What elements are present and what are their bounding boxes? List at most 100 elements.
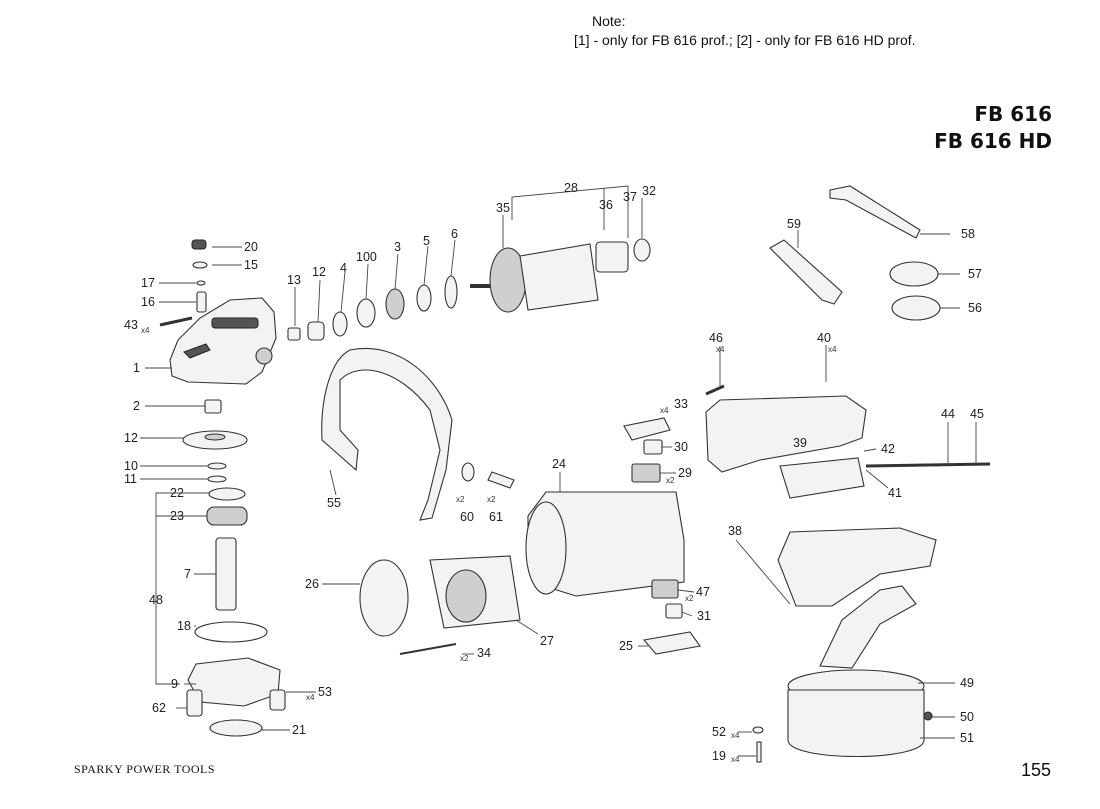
model-name-1: FB 616 (974, 102, 1052, 126)
wrench-59-part (769, 239, 843, 305)
part-labels: 20 15 17 16 43 x4 1 2 12 10 11 22 23 7 4… (124, 181, 984, 764)
part-label-2: 2 (133, 399, 140, 413)
part-label-10: 10 (124, 459, 138, 473)
part-label-62: 62 (152, 701, 166, 715)
switch-parts (623, 417, 701, 655)
page-number: 155 (1021, 760, 1052, 780)
part-label-37: 37 (623, 190, 637, 204)
part-label-20: 20 (244, 240, 258, 254)
lock-button-part (191, 239, 208, 313)
part-label-19: 19 (712, 749, 726, 763)
part-label-26: 26 (305, 577, 319, 591)
part-label-12-left: 12 (124, 431, 138, 445)
part-label-43: 43 (124, 318, 138, 332)
handle-housing-part (705, 384, 991, 607)
qty-label-33: x4 (660, 406, 669, 415)
part-label-5: 5 (423, 234, 430, 248)
part-label-7: 7 (184, 567, 191, 581)
rotor-part (470, 238, 651, 313)
part-label-60: 60 (460, 510, 474, 524)
motor-housing-part (525, 491, 685, 597)
part-label-56: 56 (968, 301, 982, 315)
qty-label-43: x4 (141, 326, 150, 335)
qty-label-60: x2 (456, 495, 465, 504)
washer-screw-part (461, 462, 515, 489)
part-label-36: 36 (599, 198, 613, 212)
flange-parts (889, 261, 941, 321)
part-label-33: 33 (674, 397, 688, 411)
part-label-48: 48 (149, 593, 163, 607)
part-label-59: 59 (787, 217, 801, 231)
part-label-40: 40 (817, 331, 831, 345)
part-label-4: 4 (340, 261, 347, 275)
part-label-12-top: 12 (312, 265, 326, 279)
part-label-47: 47 (696, 585, 710, 599)
part-label-52: 52 (712, 725, 726, 739)
part-label-16: 16 (141, 295, 155, 309)
part-label-6: 6 (451, 227, 458, 241)
part-label-1: 1 (133, 361, 140, 375)
qty-label-46: x4 (716, 345, 725, 354)
part-label-49: 49 (960, 676, 974, 690)
qty-label-40: x4 (828, 345, 837, 354)
part-label-18: 18 (177, 619, 191, 633)
part-label-42: 42 (881, 442, 895, 456)
model-name-2: FB 616 HD (934, 129, 1052, 153)
qty-label-29: x2 (666, 476, 675, 485)
wrench-58-part (829, 185, 921, 239)
note-block: Note: [1] - only for FB 616 prof.; [2] -… (574, 12, 916, 50)
part-label-13: 13 (287, 273, 301, 287)
bracket-28 (511, 185, 629, 238)
part-label-57: 57 (968, 267, 982, 281)
part-label-15: 15 (244, 258, 258, 272)
part-label-24: 24 (552, 457, 566, 471)
spindle-stack-part (182, 399, 286, 737)
part-label-22: 22 (170, 486, 184, 500)
part-label-11: 11 (124, 472, 137, 486)
part-label-39: 39 (793, 436, 807, 450)
part-label-17: 17 (141, 276, 155, 290)
qty-label-19: x4 (731, 755, 740, 764)
part-label-44: 44 (941, 407, 955, 421)
part-label-50: 50 (960, 710, 974, 724)
part-label-35: 35 (496, 201, 510, 215)
qty-label-34: x2 (460, 654, 469, 663)
note-text: [1] - only for FB 616 prof.; [2] - only … (574, 32, 916, 48)
part-label-100: 100 (356, 250, 377, 264)
part-label-53: 53 (318, 685, 332, 699)
qty-label-53: x4 (306, 693, 315, 702)
part-label-25: 25 (619, 639, 633, 653)
part-label-46: 46 (709, 331, 723, 345)
leader-lines (140, 198, 977, 757)
part-label-55: 55 (327, 496, 341, 510)
model-title: FB 616 FB 616 HD (934, 101, 1052, 155)
gear-housing-part (169, 297, 277, 385)
part-label-3: 3 (394, 240, 401, 254)
bow-handle-part (321, 348, 453, 521)
part-label-9: 9 (171, 677, 178, 691)
part-label-61: 61 (489, 510, 503, 524)
part-label-34: 34 (477, 646, 491, 660)
part-label-30: 30 (674, 440, 688, 454)
qty-label-52: x4 (731, 731, 740, 740)
part-label-27: 27 (540, 634, 554, 648)
footer-brand: SPARKY POWER TOOLS (74, 762, 216, 776)
dust-shroud-part (752, 585, 933, 763)
part-label-23: 23 (170, 509, 184, 523)
bearing-row-part (287, 275, 458, 341)
part-label-41: 41 (888, 486, 902, 500)
screw-43-part (159, 316, 193, 327)
note-title: Note: (592, 13, 626, 29)
part-label-45: 45 (970, 407, 984, 421)
part-label-38: 38 (728, 524, 742, 538)
qty-label-47: x2 (685, 594, 694, 603)
part-label-21: 21 (292, 723, 306, 737)
part-label-29: 29 (678, 466, 692, 480)
part-label-51: 51 (960, 731, 974, 745)
part-label-58: 58 (961, 227, 975, 241)
stator-part (359, 555, 521, 655)
part-label-28: 28 (564, 181, 578, 195)
part-label-32: 32 (642, 184, 656, 198)
qty-label-61: x2 (487, 495, 496, 504)
